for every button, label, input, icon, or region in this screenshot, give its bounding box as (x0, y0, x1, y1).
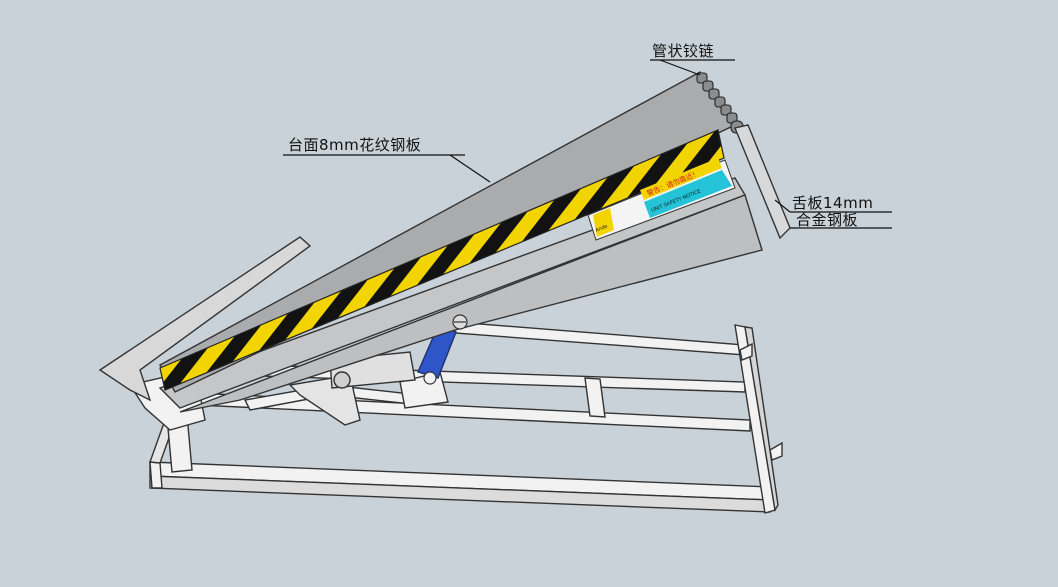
warning-label-header (640, 158, 722, 200)
cross-member (584, 377, 606, 418)
end-tab-2 (769, 441, 783, 461)
hazard-stripe-band (159, 129, 725, 391)
label-lip-line1: 舌板14mm (792, 194, 873, 212)
left-toe-guard (98, 236, 312, 402)
end-tab-1 (739, 342, 753, 361)
left-end-post (149, 461, 163, 489)
deck-lower-skirt (179, 194, 763, 413)
hydraulic-cylinder (417, 325, 457, 385)
callout-lip: 舌板14mm 合金钢板 (774, 194, 892, 229)
warning-label-brand (593, 208, 614, 237)
upper-rail (454, 321, 746, 356)
label-deck: 台面8mm花纹钢板 (288, 136, 421, 154)
warning-label-brand-text: Ande (595, 223, 609, 233)
callout-deck: 台面8mm花纹钢板 (283, 136, 491, 183)
callout-hinge: 管状铰链 (650, 42, 735, 76)
warning-label-cyan (644, 170, 732, 218)
label-hinge: 管状铰链 (652, 42, 714, 60)
label-lip-line2: 合金钢板 (796, 211, 858, 229)
